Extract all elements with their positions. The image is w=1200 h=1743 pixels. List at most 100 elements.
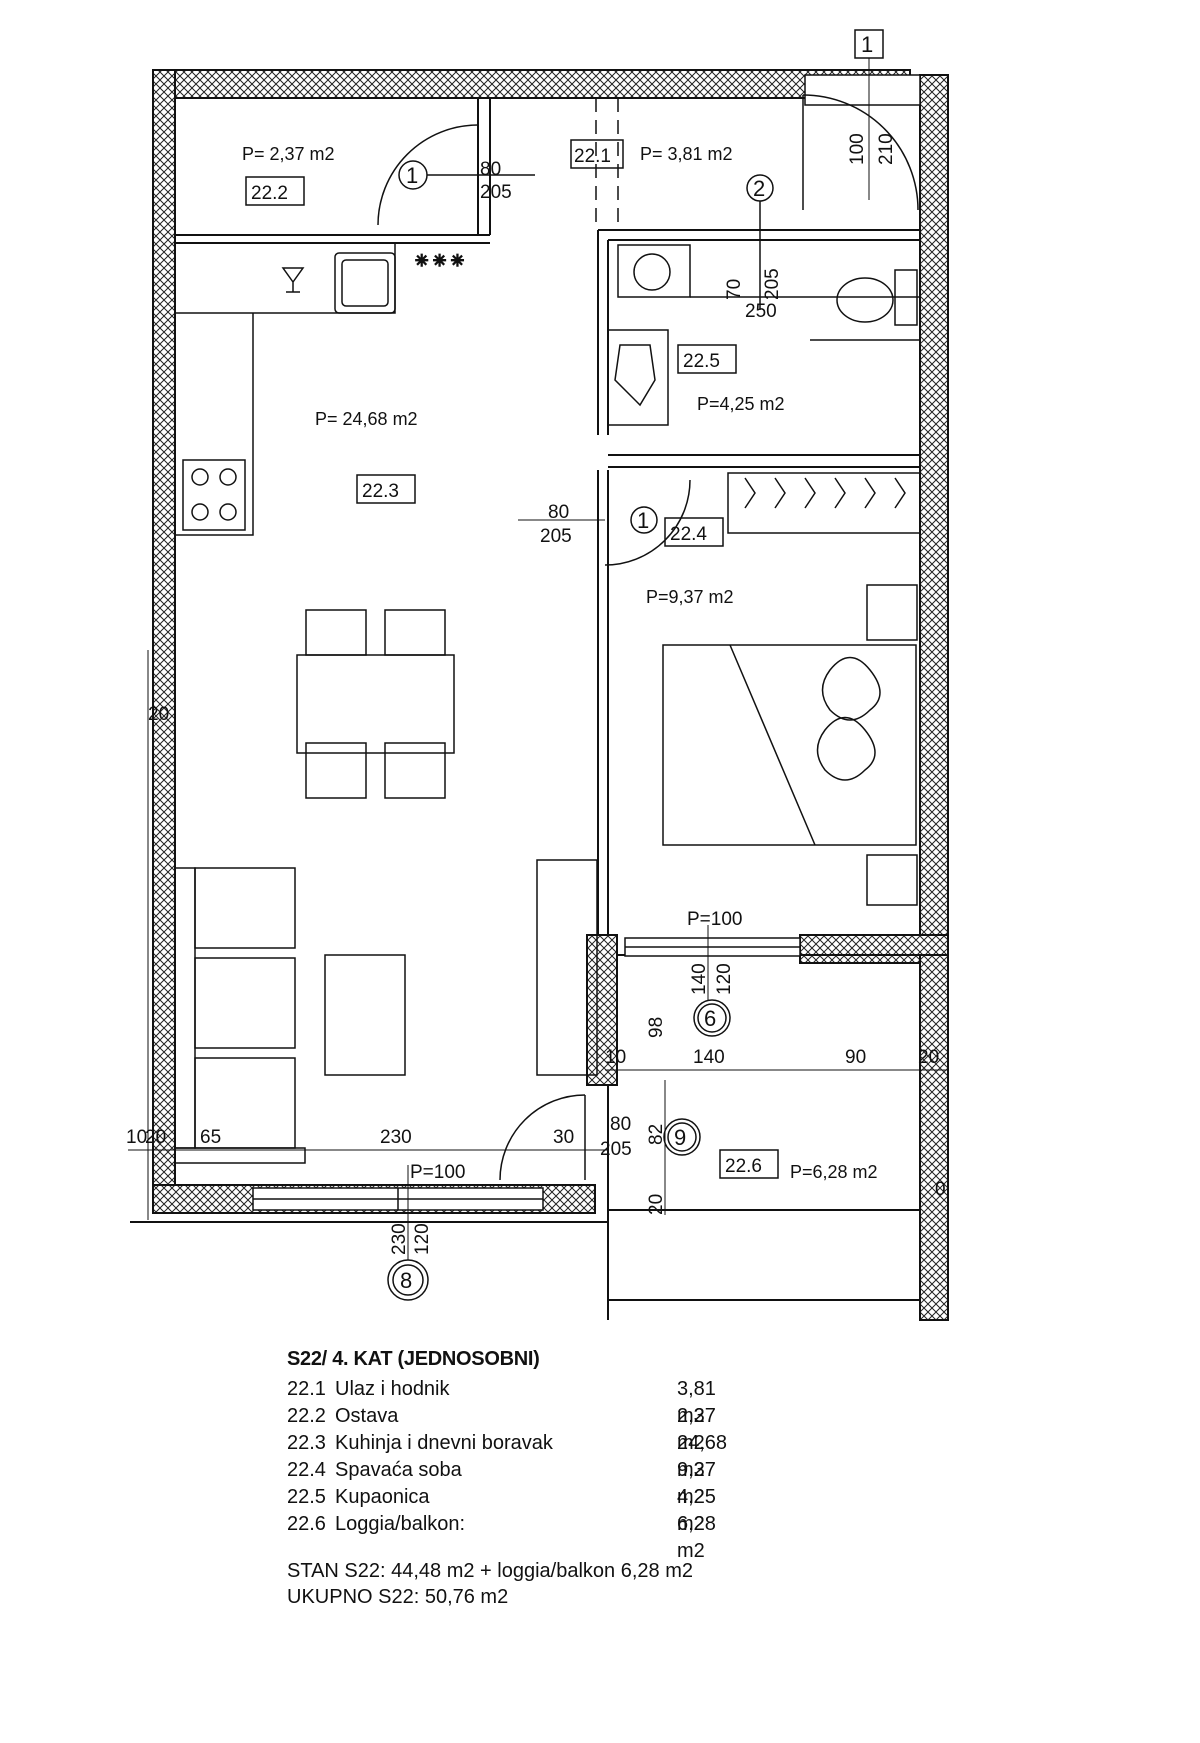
dim-loggia-v2: 20 [646,1194,667,1215]
nightstand [866,584,918,641]
legend-area: 24,68 m2 [677,1432,728,1481]
legend-area: 6,28 m2 [677,1513,716,1562]
legend-title: S22/ 4. KAT (JEDNOSOBNI) [287,1348,540,1370]
room-area-22-1: P= 3,81 m2 [640,144,733,164]
dim-loggia-20: 20 [918,1047,939,1068]
wardrobe [727,472,921,534]
toilet [836,277,894,323]
dim-loggia-v1: 82 [646,1124,667,1145]
room-id-22-1: 22.1 [574,146,611,167]
dim-window-living-h1: 230 [389,1223,410,1255]
legend-area: 4,25 m2 [677,1486,716,1535]
window-mark-8: 8 [400,1268,412,1293]
window-mark-6: 6 [704,1006,716,1031]
dim-loggia-zero: 0 [935,1179,946,1200]
washbasin [607,329,669,426]
floor-plan: P= 3,81 m2 22.1 P= 2,37 m2 22.2 P= 24,68… [126,29,949,1321]
room-id-22-6: 22.6 [725,1156,762,1177]
dim-bottom-20: 20 [145,1127,166,1148]
dim-bed-h: 205 [540,526,572,547]
dim-bottom-30: 30 [553,1127,574,1148]
legend-code: 22.6 [287,1513,326,1535]
dim-bottom-10: 10 [126,1127,147,1148]
dim-bath-250: 250 [745,301,777,322]
legend-name: Spavaća soba [335,1459,462,1481]
dim-bottom-65: 65 [200,1127,221,1148]
door-mark-9: 9 [674,1125,686,1150]
legend-code: 22.3 [287,1432,326,1454]
room-labels: P= 3,81 m2 22.1 P= 2,37 m2 22.2 P= 24,68… [242,139,878,1182]
dim-bed-w: 80 [548,502,569,523]
dim-loggia-10: 10 [605,1047,626,1068]
dim-window-bed-label: P=100 [687,909,742,930]
dim-wall-left: 20 [148,704,169,725]
legend-name: Ostava [335,1405,399,1427]
hob-marks: ✳ ✳ ✳ [415,253,464,270]
coffee-table [324,954,406,1076]
legend-row: 22.3 Kuhinja i dnevni boravak 24,68 m2 [287,1430,727,1481]
entry-dashed-lines [595,98,619,230]
room-id-22-5: 22.5 [683,351,720,372]
room-area-22-6: P=6,28 m2 [790,1162,878,1182]
dim-loggia-90: 90 [845,1047,866,1068]
legend-name: Kupaonica [335,1486,430,1508]
dim-bath-h: 205 [762,268,783,300]
room-area-22-5: P=4,25 m2 [697,394,785,414]
room-area-22-2: P= 2,37 m2 [242,144,335,164]
dim-entry-h: 210 [876,133,897,165]
legend-code: 22.4 [287,1459,326,1481]
legend-row: 22.5 Kupaonica 4,25 m2 [287,1484,716,1535]
cooktop [182,459,246,531]
room-id-22-2: 22.2 [251,183,288,204]
dim-door22-2-h: 205 [480,182,512,203]
exterior-walls [152,69,949,1321]
legend-row: 22.1 Ulaz i hodnik 3,81 m2 [287,1376,716,1427]
dim-window-bed-h2: 120 [714,963,735,995]
dim-loggia-140: 140 [693,1047,725,1068]
dim-window-bed-h1: 140 [689,963,710,995]
legend-area: 2,37 m2 [677,1405,716,1454]
bed [662,644,917,846]
dim-window-living-label: P=100 [410,1162,465,1183]
nightstand [866,854,918,906]
legend-name: Kuhinja i dnevni boravak [335,1432,553,1454]
dimensions: 80 205 70 205 250 80 205 100 210 P=100 1… [126,58,948,1260]
legend-area: 9,37 m2 [677,1459,716,1508]
dim-entry-w: 100 [847,133,868,165]
door-window-marks: 1 2 1 9 6 8 1 [387,29,884,1301]
door-mark-1b: 1 [637,508,649,533]
legend-name: Loggia/balkon: [335,1513,466,1535]
dim-loggia-side: 98 [646,1017,667,1038]
kitchen-sink [334,252,396,314]
dim-bath-w: 70 [724,279,745,300]
section-mark: 1 [861,32,873,57]
door-mark-2: 2 [753,176,765,201]
dim-door22-2-w: 80 [480,159,501,180]
legend-code: 22.5 [287,1486,326,1508]
room-area-22-3: P= 24,68 m2 [315,409,418,429]
legend-code: 22.2 [287,1405,326,1427]
door-mark-1: 1 [406,163,418,188]
legend-name: Ulaz i hodnik [335,1378,450,1400]
room-id-22-3: 22.3 [362,481,399,502]
interior-walls [130,98,920,1320]
dining-table [296,654,455,754]
dim-bottom-230: 230 [380,1127,412,1148]
legend-totals: STAN S22: 44,48 m2 + loggia/balkon 6,28 … [287,1558,693,1610]
legend-total-apartment: STAN S22: 44,48 m2 + loggia/balkon 6,28 … [287,1560,693,1582]
legend-row: 22.2 Ostava 2,37 m2 [287,1403,716,1454]
furniture: ✳ ✳ ✳ [174,243,921,1164]
washing-machine [617,244,691,298]
legend-total-overall: UKUPNO S22: 50,76 m2 [287,1586,509,1608]
legend-code: 22.1 [287,1378,326,1400]
room-area-22-4: P=9,37 m2 [646,587,734,607]
legend-area: 3,81 m2 [677,1378,716,1427]
dim-loggia-door-h: 205 [600,1139,632,1160]
area-legend: S22/ 4. KAT (JEDNOSOBNI) 22.1 Ulaz i hod… [287,1346,727,1610]
dim-window-living-h2: 120 [412,1223,433,1255]
sofa-back [174,867,196,1149]
legend-row: 22.4 Spavaća soba 9,37 m2 [287,1457,716,1508]
tv-unit [536,859,598,1076]
glass-icon [281,267,305,293]
room-id-22-4: 22.4 [670,524,707,545]
